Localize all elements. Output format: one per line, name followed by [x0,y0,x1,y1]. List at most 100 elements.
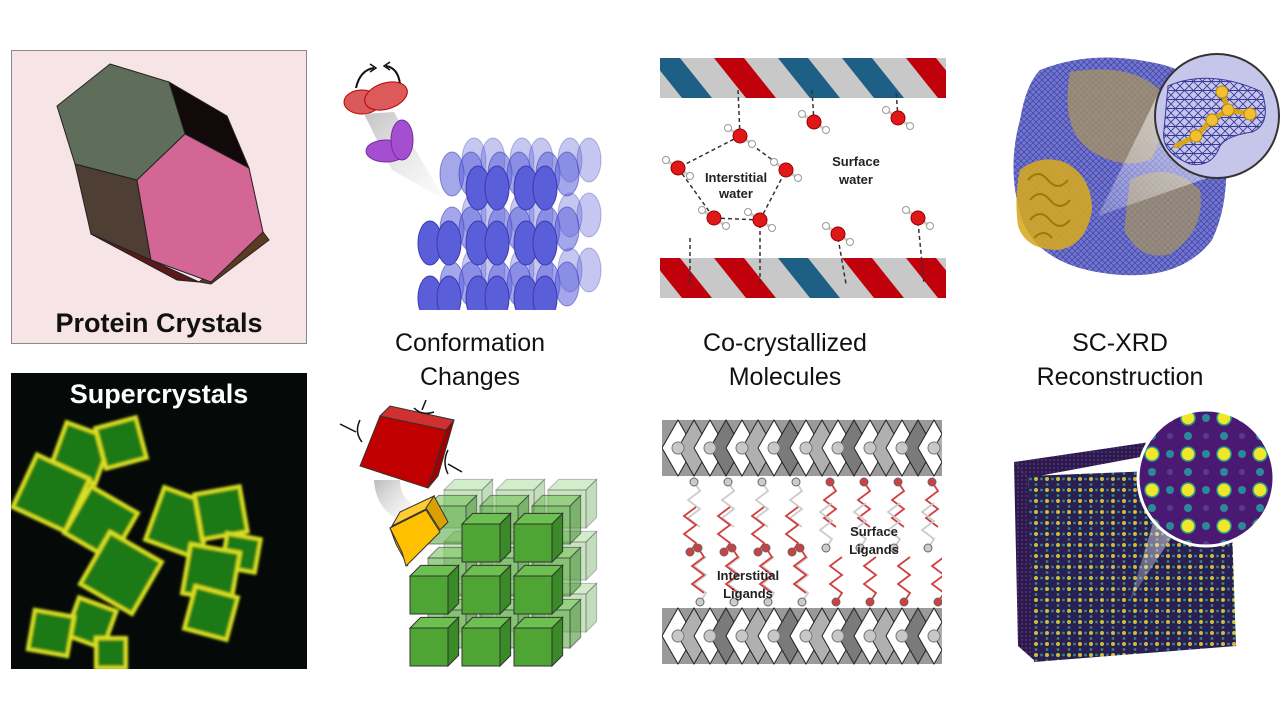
ligand-chain [758,547,774,594]
arrowhead-icon [382,61,391,71]
fluorescent-cube [11,451,93,535]
metal-atom [767,441,781,455]
hydrogen-atom [846,238,854,246]
protein-molecule [532,275,558,310]
gold-helix-bundle [1016,159,1092,250]
protein-molecule [576,192,602,238]
helix-ribbon [842,258,904,298]
metal-atom [895,441,909,455]
ligand-head [933,597,942,607]
caption-line: Conformation [394,329,546,357]
metal-atom [703,441,717,455]
reconstruction-3d-panel [1000,410,1283,672]
helix-ribbon [778,258,840,298]
protein-crystals-panel: Protein Crystals [11,50,307,344]
ligand-chain [792,547,808,594]
rotate-arrow-icon [385,65,401,85]
hydrogen-atom [768,224,776,232]
hydrogen-atom [662,156,670,164]
protein-molecule [554,151,580,197]
ligand-head [899,597,909,607]
cube-top [442,478,494,491]
helix-top [660,58,946,98]
cube-side [585,478,598,530]
water-molecules [662,89,934,285]
ligand-head [757,477,767,487]
octahedra-top-layer [662,418,942,478]
metal-atom [863,629,877,643]
arrowhead-icon [369,63,378,73]
metal-atom [671,629,685,643]
protein-red-lobe [364,81,408,111]
protein-molecule [484,275,510,310]
cube-top [494,478,546,491]
hydrogen-bond [837,237,847,285]
lattice-side-face [1014,462,1036,662]
compress-arrow-icon [339,400,463,475]
caption-line: Co-crystallized [703,329,867,357]
hydrogen-bond [895,89,899,119]
oxygen-atom [830,226,846,242]
metal-atom [927,441,941,455]
hydrogen-atom [926,222,934,230]
helix-ribbon [714,58,776,98]
interstitial-ligands-label: Interstitial [717,568,779,583]
ligand-head [723,477,733,487]
oxygen-atom [910,210,926,226]
ligand-chain [750,506,766,553]
cube-front [409,627,449,667]
protein-molecule [484,220,510,266]
ligand-chain [726,556,742,603]
helix-ribbon [906,58,946,98]
metal-atom [703,629,717,643]
oxygen-atom [890,110,906,126]
hydrogen-atom [794,174,802,182]
protein-molecule [532,165,558,211]
zoom-beam [374,480,412,520]
ligand-chain [920,502,936,549]
rotate-arrow-icon [355,67,375,89]
metal-atom [735,441,749,455]
interstitial-ligands-label: Ligands [723,586,773,601]
ligand-head [695,597,705,607]
surface-ligands-label: Surface [850,524,898,539]
ligand-head [761,543,771,553]
fluorescent-cubes [11,414,264,669]
hydrogen-atom [748,140,756,148]
helix-water-illustration: Interstitial water Surface water [660,58,946,298]
hydrogen-bond [713,217,761,221]
helix-ribbon [778,58,840,98]
protein-crystals-title: Protein Crystals [55,308,263,338]
protein-molecule [532,220,558,266]
helix-ribbon [660,58,712,98]
protein-molecule [554,261,580,307]
metal-atom [767,629,781,643]
protein-purple-lobe [390,119,414,161]
scxrd-panel [1000,50,1283,290]
helix-ribbon [660,258,712,298]
ligand-head [821,543,831,553]
helix-ribbon [842,58,904,98]
cube-front [461,627,501,667]
metal-atom [831,441,845,455]
ligand-head [753,547,763,557]
conformation-caption: Conformation Changes [340,326,600,394]
ligand-chain [930,557,942,603]
ligand-head [855,543,865,553]
hydrogen-bond [737,89,741,137]
cube-front [461,575,501,615]
hydrogen-atom [902,206,910,214]
ligand-head [689,477,699,487]
ligand-head [685,547,695,557]
metal-atom [799,441,813,455]
ligand-head [729,597,739,607]
helix-bottom [660,258,946,298]
hydrogen-bond [677,167,715,219]
ligand-head [859,477,869,487]
ligand-head [927,477,937,487]
hydrogen-atom [906,122,914,130]
ligand-chain [716,506,732,553]
ligand-chain [724,547,740,594]
hydrogen-bond [677,135,741,169]
cube-front [513,627,553,667]
